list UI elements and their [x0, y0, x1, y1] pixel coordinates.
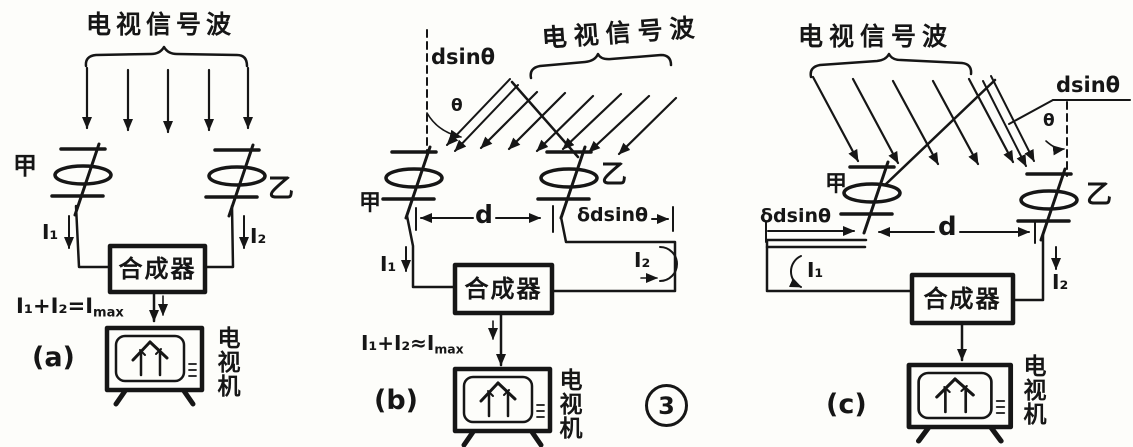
- sum-formula: I₁+I₂=Imax: [16, 296, 124, 320]
- delay-label: δdsinθ: [760, 205, 832, 227]
- panel-label: (a): [32, 342, 75, 373]
- panel-label: (b): [374, 385, 419, 416]
- spacing-label: d: [938, 212, 957, 242]
- incident-wave-arrows: [811, 75, 1015, 166]
- path-diff-label: dsinθ: [431, 45, 496, 69]
- antenna-yi-icon: [204, 143, 267, 218]
- panel-c-linework: [765, 52, 1131, 441]
- tv-set-icon: [107, 328, 202, 404]
- feeder-left: [765, 245, 914, 293]
- tv-set-icon: [455, 369, 550, 445]
- feeder-right: [1011, 233, 1045, 302]
- wave-label: 电视信号波: [798, 22, 954, 51]
- delay-dimension: [765, 221, 855, 243]
- combiner-box: [107, 243, 208, 295]
- combiner-label: 合成器: [464, 275, 543, 303]
- antenna-jia-label: 甲: [359, 191, 382, 216]
- delay-label: δdsinθ: [577, 204, 649, 226]
- current-loop-i1: [788, 255, 802, 288]
- current-i1-label: I₁: [807, 258, 824, 282]
- current-loop-i2: [659, 246, 678, 282]
- sum-formula-main: I₁+I₂≈I: [361, 331, 435, 355]
- combiner-label: 合成器: [923, 285, 1002, 313]
- antenna-yi-icon: [1016, 167, 1079, 242]
- panel-label: (c): [826, 389, 867, 420]
- spacing-dimension: [415, 205, 674, 233]
- combiner-label: 合成器: [118, 255, 197, 283]
- panel-a-linework: [50, 45, 267, 404]
- combiner-box: [452, 262, 555, 316]
- antenna-jia-label: 甲: [825, 172, 848, 197]
- tv-label: 电视机: [217, 326, 241, 401]
- sum-formula-main: I₁+I₂=I: [16, 294, 94, 318]
- current-i1-label: I₁: [380, 252, 397, 276]
- incident-wave-arrows: [479, 90, 678, 156]
- antenna-yi-label: 乙: [1086, 180, 1113, 210]
- figure-number-badge: 3: [645, 384, 688, 427]
- wave-brace: [84, 45, 249, 68]
- wave-brace: [809, 52, 973, 79]
- tv-label: 电视机: [1023, 354, 1047, 429]
- wavefront-line: [884, 78, 997, 186]
- current-i2-label: I₂: [634, 248, 651, 272]
- antenna-jia-icon: [50, 142, 113, 217]
- current-i1-label: I₁: [42, 220, 59, 244]
- angle-label: θ: [1043, 111, 1055, 131]
- panel-b-linework: [381, 29, 678, 445]
- path-diff-pointer: [1008, 99, 1054, 125]
- current-i2-label: I₂: [1052, 270, 1069, 294]
- spacing-dimension: [878, 220, 1036, 244]
- feeder-right-delay-loop: [550, 215, 677, 293]
- antenna-jia-label: 甲: [13, 152, 37, 180]
- antenna-jia-icon: [381, 145, 444, 220]
- current-i2-label: I₂: [250, 224, 267, 248]
- sum-formula-subscript: max: [93, 305, 124, 321]
- incident-ray-double: [982, 75, 1035, 167]
- sum-formula-subscript: max: [434, 341, 464, 357]
- angle-label: θ: [451, 96, 463, 116]
- spacing-label: d: [475, 200, 493, 229]
- wave-label: 电视信号波: [86, 10, 237, 39]
- wave-brace: [529, 52, 673, 80]
- angle-arc: [426, 112, 462, 140]
- path-diff-label: dsinθ: [1056, 73, 1121, 97]
- feeder-left: [405, 214, 457, 289]
- feeder-left: [74, 204, 112, 269]
- feeder-right: [203, 204, 235, 269]
- sum-formula: I₁+I₂≈Imax: [361, 333, 464, 356]
- tv-set-icon: [909, 365, 1011, 441]
- delay-cable-double-line: [765, 238, 868, 249]
- antenna-jia-icon: [839, 160, 902, 235]
- antenna-yi-label: 乙: [268, 174, 295, 204]
- antenna-yi-label: 乙: [601, 160, 628, 190]
- angle-arc: [1045, 140, 1065, 156]
- tv-label: 电视机: [559, 368, 583, 443]
- incident-wave-arrows: [82, 66, 253, 134]
- incident-ray-double: [446, 78, 519, 152]
